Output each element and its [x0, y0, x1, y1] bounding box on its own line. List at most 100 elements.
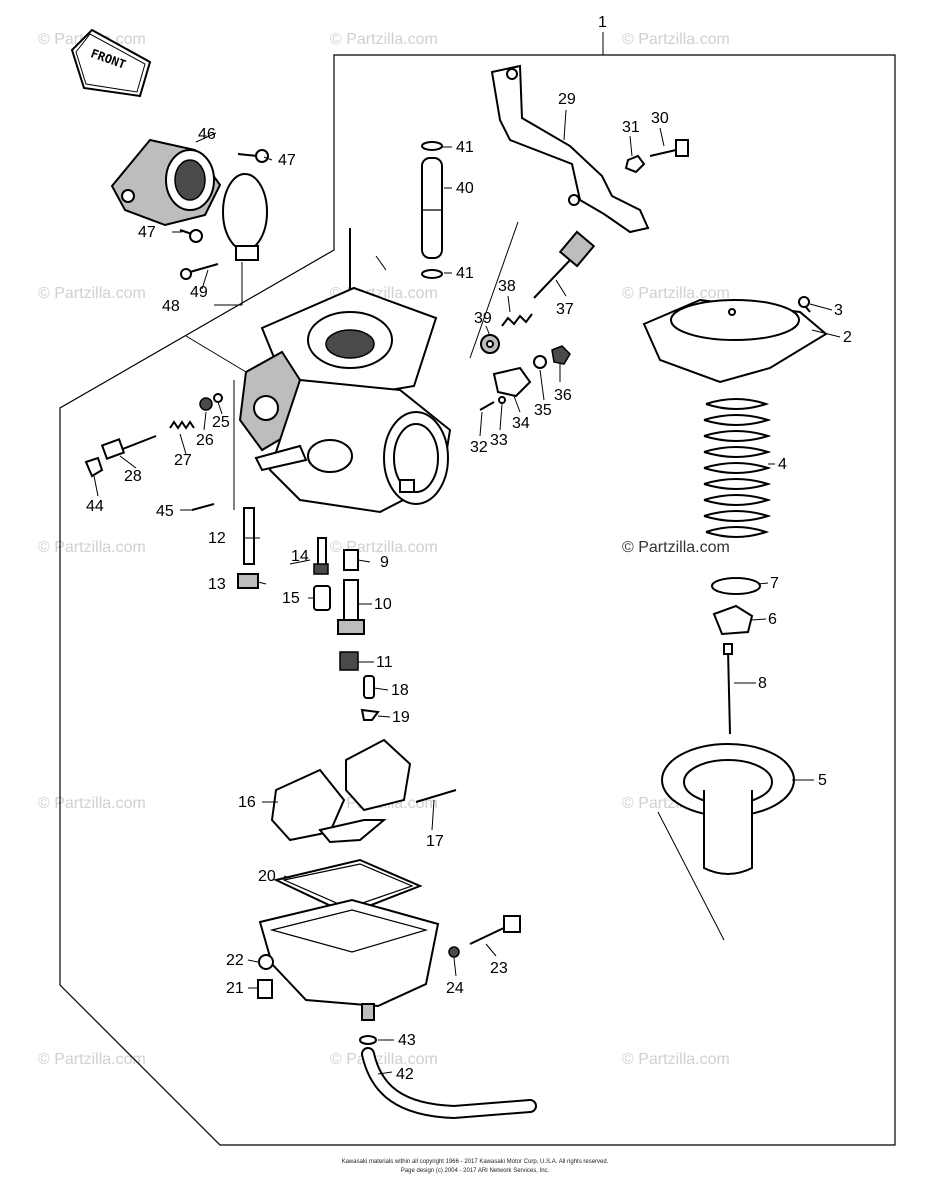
- screw-30: [649, 139, 689, 157]
- jet-12: [243, 507, 255, 565]
- watermark: © Partzilla.com: [38, 1051, 146, 1068]
- clip-19: [360, 708, 380, 721]
- callout-28: 28: [124, 468, 142, 485]
- callout-42: 42: [396, 1066, 414, 1083]
- spring-4: [703, 398, 772, 538]
- needle-jet-9: [343, 549, 359, 571]
- callout-46: 46: [198, 126, 216, 143]
- watermark: © Partzilla.com: [38, 285, 146, 302]
- o-ring-26: [199, 397, 213, 411]
- top-cover-2: [642, 298, 828, 384]
- parts-32-36: [479, 345, 571, 411]
- callout-23: 23: [490, 960, 508, 977]
- watermark: © Partzilla.com: [38, 539, 146, 556]
- callout-10: 10: [374, 596, 392, 613]
- bolt-47-lower: [179, 229, 203, 243]
- callout-48: 48: [162, 298, 180, 315]
- callout-20: 20: [258, 868, 276, 885]
- callout-6: 6: [768, 611, 777, 628]
- o-ring-24: [448, 946, 460, 958]
- callout-44: 44: [86, 498, 104, 515]
- callout-4: 4: [778, 456, 787, 473]
- main-jet-11: [339, 651, 359, 671]
- callout-41-top: 41: [456, 139, 474, 156]
- callout-1: 1: [598, 14, 607, 31]
- callout-7: 7: [770, 575, 779, 592]
- callouts: 1 2 3 4 5 6 7 8 9 10 11 12 13 14 15 16 1…: [86, 14, 852, 1083]
- screw-45: [191, 503, 215, 511]
- callout-40: 40: [456, 180, 474, 197]
- leader-lines: [93, 109, 841, 1075]
- watermark: © Partzilla.com: [330, 31, 438, 48]
- footer-line-1: Kawasaki materials within all copyright …: [342, 1159, 609, 1165]
- bolt-47-top: [237, 149, 269, 163]
- needle-jet-10: [337, 579, 365, 635]
- callout-11: 11: [376, 654, 393, 671]
- nut-31: [624, 154, 646, 174]
- jet-14: [313, 537, 329, 575]
- ring-7: [711, 577, 761, 595]
- spring-27: [169, 420, 195, 430]
- watermark: © Partzilla.com: [622, 1051, 730, 1068]
- bolt-21: [257, 979, 273, 999]
- watermark: © Partzilla.com: [330, 1051, 438, 1068]
- pilot-screw-28: [100, 435, 157, 460]
- carburetor-body: [238, 228, 452, 514]
- washer-22: [258, 954, 274, 970]
- callout-36: 36: [554, 387, 572, 404]
- callout-49: 49: [190, 284, 208, 301]
- callout-21: 21: [226, 980, 244, 997]
- callout-8: 8: [758, 675, 767, 692]
- center-watermark: © Partzilla.com: [622, 539, 730, 556]
- washer-39: [480, 334, 500, 354]
- callout-34: 34: [512, 415, 530, 432]
- callout-37: 37: [556, 301, 574, 318]
- float-valve-18: [363, 675, 375, 699]
- adjuster-37: [533, 230, 596, 299]
- callout-31: 31: [622, 119, 640, 136]
- callout-38: 38: [498, 278, 516, 295]
- callout-12: 12: [208, 530, 226, 547]
- callout-27: 27: [174, 452, 192, 469]
- gasket-20: [272, 858, 423, 916]
- pin-17: [415, 789, 457, 803]
- pin-and-rings: [421, 141, 443, 279]
- intake-manifold: [110, 138, 222, 227]
- needle-8: [723, 643, 733, 735]
- callout-45: 45: [156, 503, 174, 520]
- callout-43: 43: [398, 1032, 416, 1049]
- throttle-bracket: [490, 64, 650, 234]
- spring-38: [501, 313, 533, 327]
- watermark: © Partzilla.com: [38, 795, 146, 812]
- callout-25: 25: [212, 414, 230, 431]
- callout-18: 18: [391, 682, 409, 699]
- holder-6: [712, 604, 754, 636]
- front-arrow-icon: FRONT: [70, 28, 152, 98]
- callout-41-bottom: 41: [456, 265, 474, 282]
- callout-32: 32: [470, 439, 488, 456]
- float-bowl: [258, 898, 440, 1021]
- callout-5: 5: [818, 772, 827, 789]
- assembly-boundary: [59, 54, 896, 1146]
- clamp: [222, 173, 268, 261]
- callout-16: 16: [238, 794, 256, 811]
- callout-9: 9: [380, 554, 389, 571]
- float-16: [270, 738, 412, 844]
- screw-3: [798, 296, 811, 313]
- jet-15: [313, 585, 331, 611]
- callout-26: 26: [196, 432, 214, 449]
- watermark: © Partzilla.com: [622, 285, 730, 302]
- callout-2: 2: [843, 329, 852, 346]
- callout-35: 35: [534, 402, 552, 419]
- diaphragm-5: [661, 743, 795, 875]
- callout-19: 19: [392, 709, 410, 726]
- drain-hose-42: [361, 1047, 537, 1120]
- callout-33: 33: [490, 432, 508, 449]
- washer-25: [213, 393, 223, 403]
- watermark: © Partzilla.com: [622, 31, 730, 48]
- callout-17: 17: [426, 833, 444, 850]
- callout-39: 39: [474, 310, 492, 327]
- callout-15: 15: [282, 590, 300, 607]
- screw-23: [469, 915, 521, 945]
